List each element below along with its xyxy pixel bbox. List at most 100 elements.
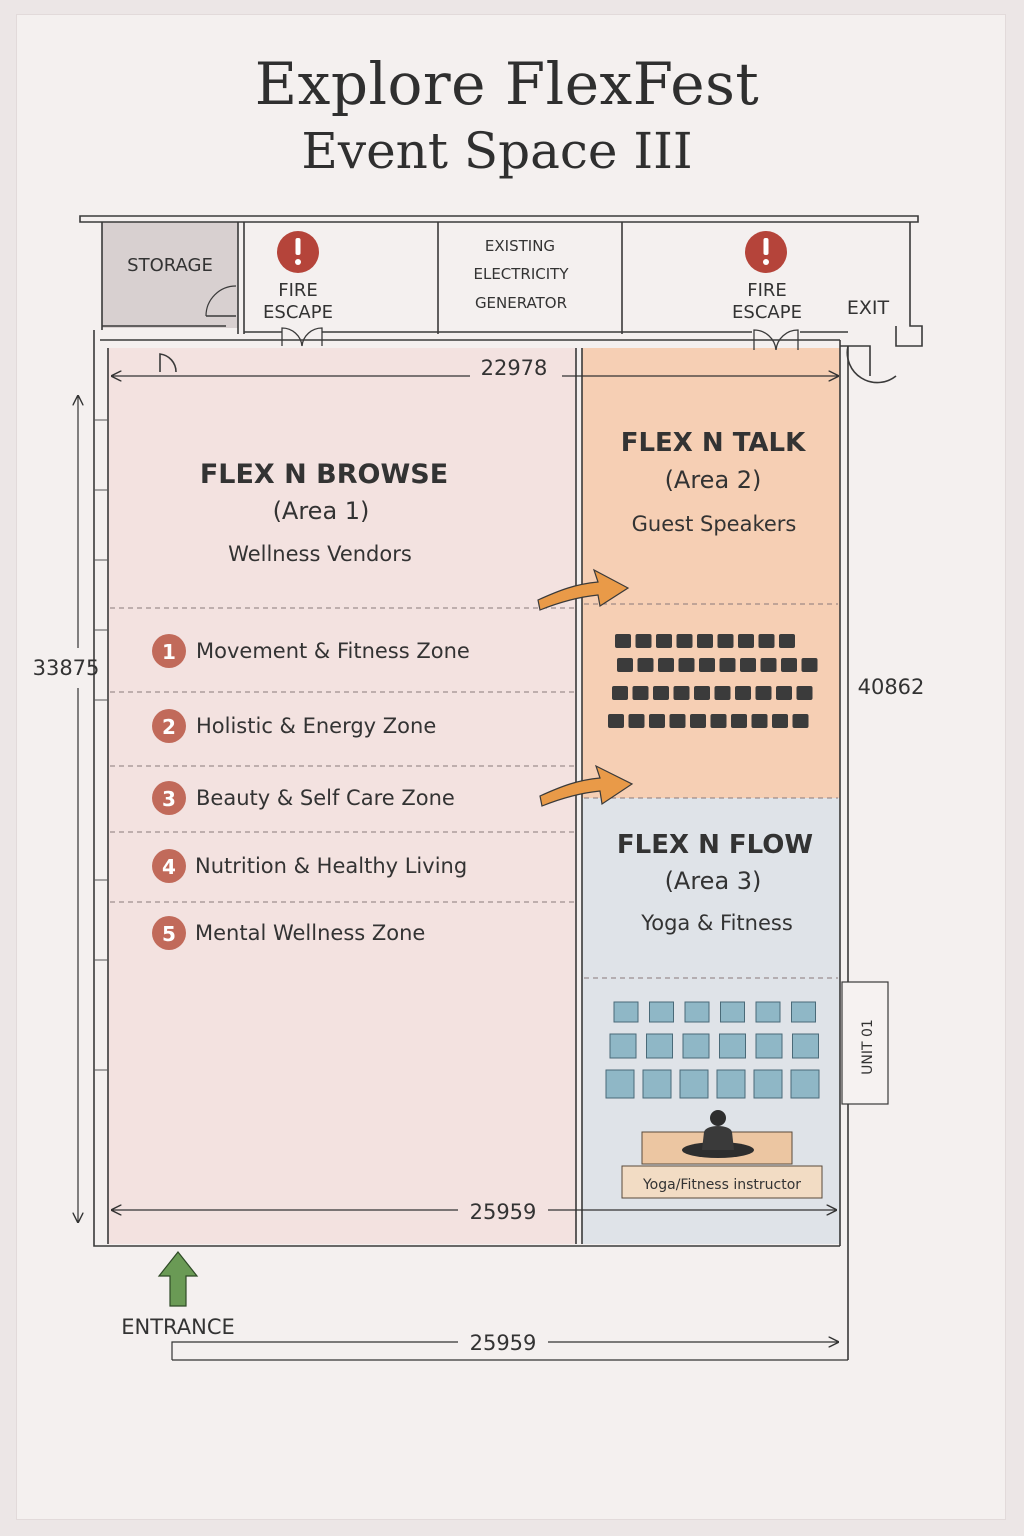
audience-seat-icon xyxy=(678,658,695,672)
yoga-mat-icon xyxy=(682,1033,710,1059)
audience-seat-icon xyxy=(615,634,631,648)
fire-escape-left-label-1: FIRE xyxy=(278,280,318,301)
area-talk-fill xyxy=(582,348,840,798)
audience-seat-icon xyxy=(669,714,686,728)
audience-seat-icon xyxy=(719,658,736,672)
zone-dividers xyxy=(110,603,838,979)
zone-label: Movement & Fitness Zone xyxy=(196,639,470,663)
yoga-mats xyxy=(605,1001,820,1099)
entrance-label: ENTRANCE xyxy=(121,1315,235,1339)
yoga-mat-icon xyxy=(720,1001,745,1023)
yoga-mat-icon xyxy=(613,1001,639,1023)
unit-box xyxy=(841,981,889,1105)
yoga-mat-icon xyxy=(791,1001,816,1023)
zone-badge xyxy=(152,634,186,668)
audience-seat-icon xyxy=(758,634,775,648)
audience-seat-icon xyxy=(617,658,633,672)
generator-label-2: ELECTRICITY xyxy=(473,265,569,283)
audience-seat-icon xyxy=(632,686,649,700)
area-flow-number: (Area 3) xyxy=(665,867,762,895)
instructor-label-box xyxy=(621,1165,823,1199)
zone-badge-number: 5 xyxy=(162,922,176,946)
audience-seat-icon xyxy=(738,634,754,648)
audience-seat-icon xyxy=(637,658,654,672)
audience-seat-icon xyxy=(779,634,795,648)
dimension-top-width: 22978 xyxy=(481,356,548,380)
audience-seat-icon xyxy=(676,634,693,648)
zone-label: Mental Wellness Zone xyxy=(195,921,425,945)
audience-seat-icon xyxy=(801,658,818,672)
audience-seat-icon xyxy=(635,634,652,648)
dimension-left-height: 33875 xyxy=(33,656,100,680)
audience-seat-icon xyxy=(697,634,713,648)
zone-badge-number: 2 xyxy=(162,715,176,739)
zone-badge-number: 3 xyxy=(162,787,176,811)
zone-badge xyxy=(152,709,186,743)
area-browse-subtitle: Wellness Vendors xyxy=(228,542,412,566)
zone-label: Nutrition & Healthy Living xyxy=(195,854,467,878)
zone-label: Beauty & Self Care Zone xyxy=(196,786,455,810)
yoga-mat-icon xyxy=(755,1033,783,1059)
hall-walls xyxy=(93,330,897,1360)
dimension-lines xyxy=(78,376,848,1361)
service-strip-walls xyxy=(79,215,923,347)
door-fire-escape-right xyxy=(753,329,799,351)
area-flow-name: FLEX N FLOW xyxy=(617,830,813,860)
dimension-outer-bottom-width: 25959 xyxy=(470,1331,537,1355)
area-browse-name: FLEX N BROWSE xyxy=(200,459,448,490)
entrance-arrow-icon xyxy=(157,1251,199,1307)
storage-label: STORAGE xyxy=(127,255,213,276)
fire-escape-right-label-1: FIRE xyxy=(747,280,787,301)
fire-escape-left-alert-icon xyxy=(277,231,319,273)
dimension-inner-bottom-width: 25959 xyxy=(470,1200,537,1224)
area-talk-subtitle: Guest Speakers xyxy=(632,512,797,536)
area-browse-fill xyxy=(108,348,576,1244)
audience-seat-icon xyxy=(760,658,777,672)
zone-row-3: 3 Beauty & Self Care Zone xyxy=(152,781,455,815)
dimension-right-height: 40862 xyxy=(858,675,925,699)
audience-seat-icon xyxy=(628,714,645,728)
audience-seat-icon xyxy=(751,714,768,728)
yoga-mat-icon xyxy=(790,1069,820,1099)
yoga-mat-icon xyxy=(684,1001,710,1023)
yoga-mat-icon xyxy=(719,1033,746,1059)
yoga-mat-icon xyxy=(753,1069,783,1099)
audience-seat-icon xyxy=(649,714,665,728)
unit-label: UNIT 01 xyxy=(860,1019,876,1075)
audience-seat-icon xyxy=(690,714,706,728)
audience-seat-icon xyxy=(658,658,674,672)
zone-badge xyxy=(152,849,186,883)
generator-label-3: GENERATOR xyxy=(475,294,567,312)
page-title: Explore FlexFest xyxy=(254,50,760,118)
page-subtitle: Event Space III xyxy=(301,122,693,180)
audience-seat-icon xyxy=(792,714,809,728)
audience-seat-icon xyxy=(796,686,813,700)
audience-seat-icon xyxy=(731,714,747,728)
audience-seat-icon xyxy=(673,686,690,700)
zone-row-1: 1 Movement & Fitness Zone xyxy=(152,634,470,668)
zone-row-2: 2 Holistic & Energy Zone xyxy=(152,709,436,743)
fire-escape-right-label-2: ESCAPE xyxy=(732,302,802,323)
arrow-to-flow-icon xyxy=(539,764,634,807)
yoga-mat-icon xyxy=(605,1069,635,1099)
fire-escape-left-label-2: ESCAPE xyxy=(263,302,333,323)
audience-seat-icon xyxy=(755,686,772,700)
zone-badge xyxy=(152,916,186,950)
yoga-mat-icon xyxy=(646,1033,673,1059)
instructor-label: Yoga/Fitness instructor xyxy=(642,1177,801,1193)
audience-seat-icon xyxy=(656,634,672,648)
audience-seat-icon xyxy=(694,686,710,700)
arrow-to-talk-icon xyxy=(537,568,630,611)
zone-label: Holistic & Energy Zone xyxy=(196,714,436,738)
zone-badge-number: 4 xyxy=(162,855,176,879)
audience-seat-icon xyxy=(699,658,715,672)
storage-fill xyxy=(102,222,238,328)
yoga-mat-icon xyxy=(642,1069,672,1099)
audience-seat-icon xyxy=(776,686,792,700)
audience-seat-icon xyxy=(781,658,797,672)
zone-row-4: 4 Nutrition & Healthy Living xyxy=(152,849,467,883)
area-talk-name: FLEX N TALK xyxy=(621,428,806,458)
yoga-mat-icon xyxy=(716,1069,746,1099)
